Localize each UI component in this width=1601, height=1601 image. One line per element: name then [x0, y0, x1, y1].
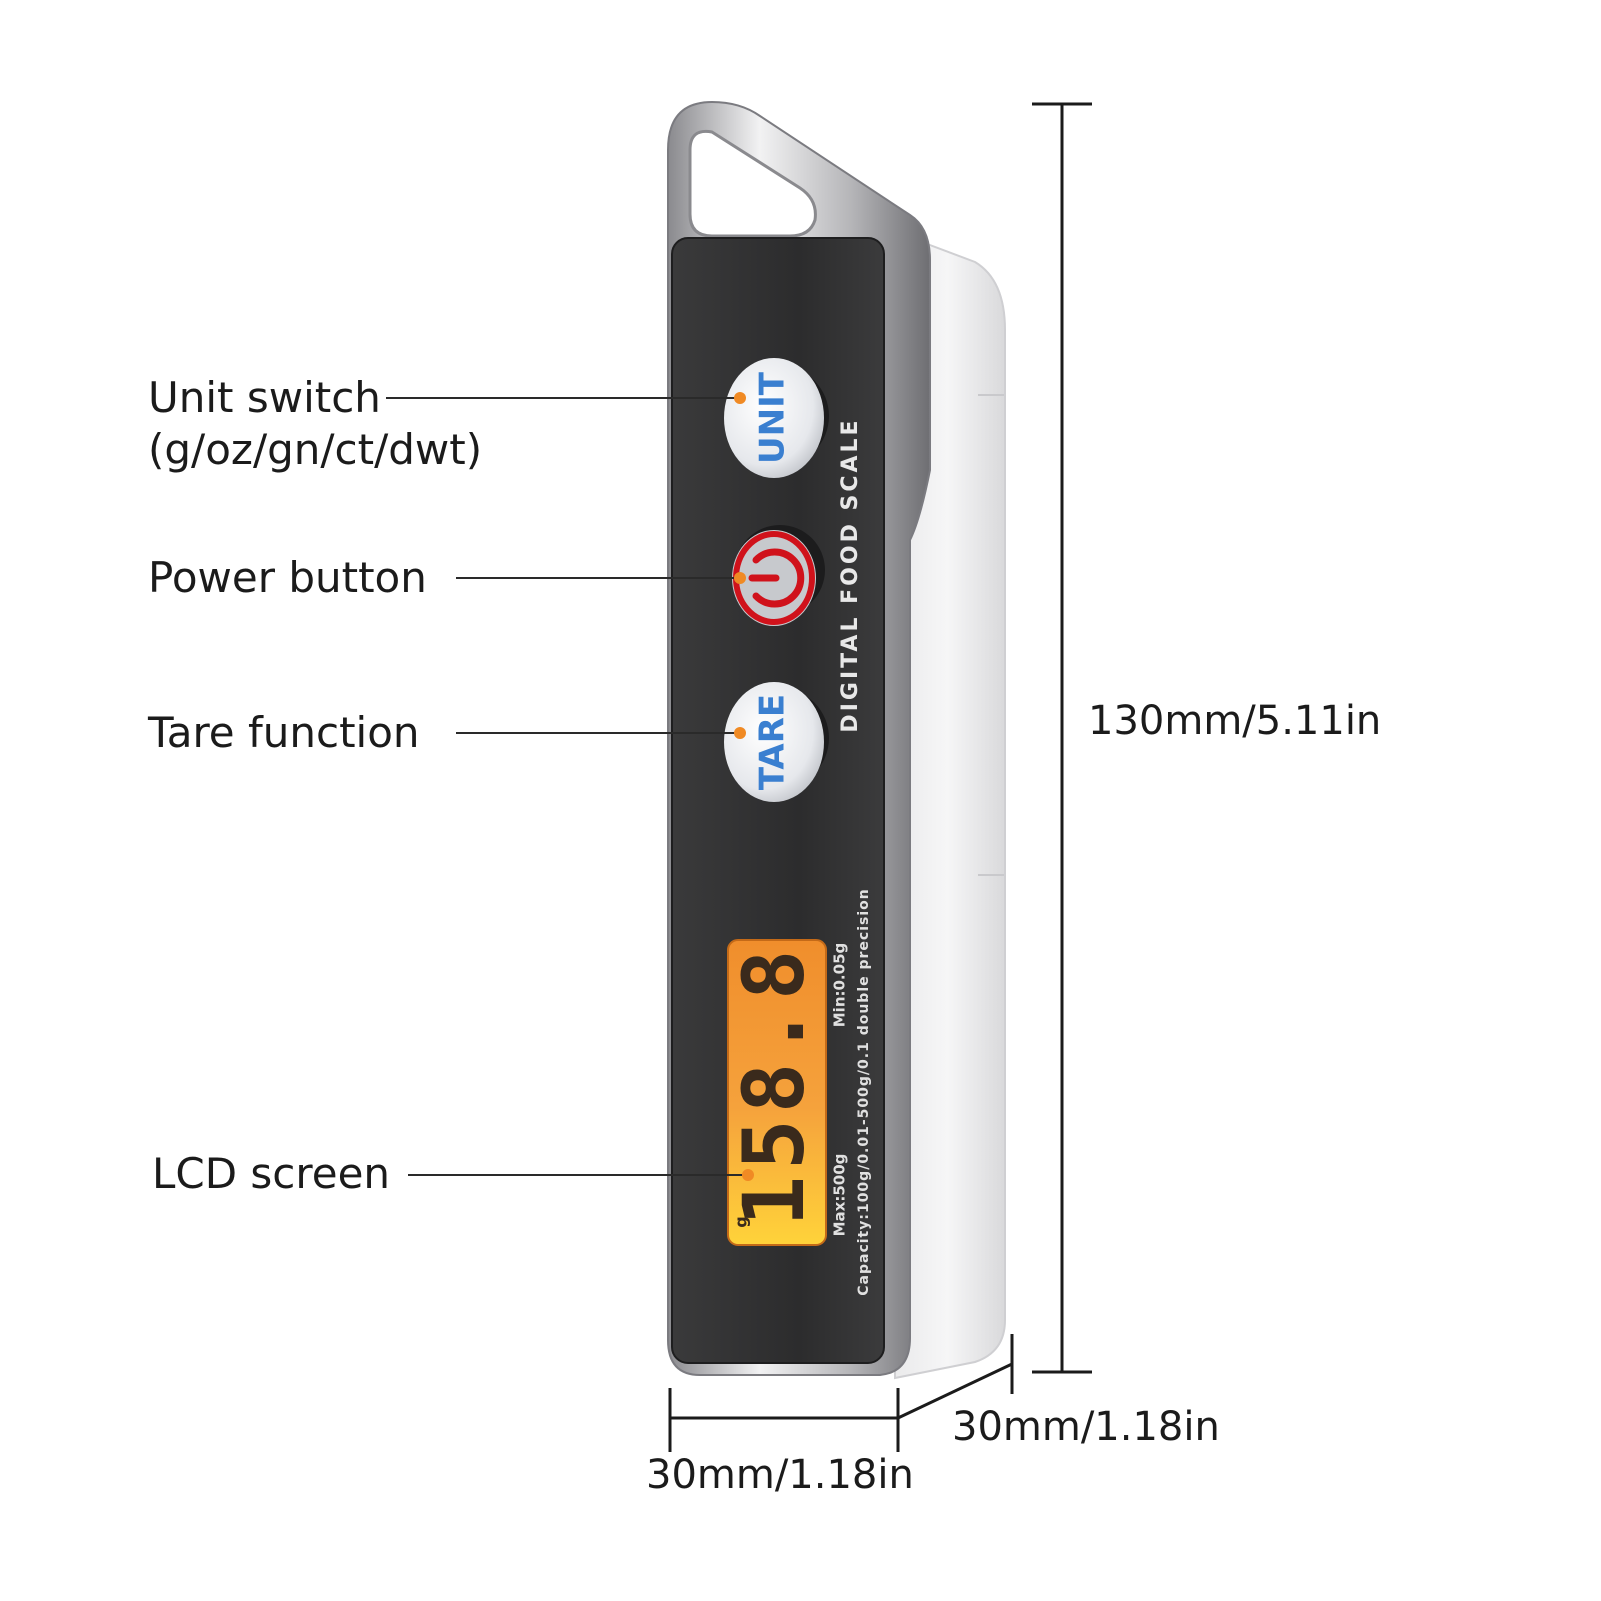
- capacity-text: Capacity:100g/0.01-500g/0.1 double preci…: [856, 888, 872, 1295]
- hanging-loop-hole: [688, 129, 817, 238]
- lcd-screen: [727, 939, 827, 1246]
- max-text: Max:500g: [831, 1154, 849, 1237]
- power-icon: [748, 548, 805, 608]
- lcd-reading: 158.8: [725, 944, 823, 1227]
- depth-dimension: [897, 1334, 1014, 1420]
- height-dimension-label: 130mm/5.11in: [1088, 698, 1382, 744]
- min-text: Min:0.05g: [831, 943, 849, 1028]
- width-dimension-label: 30mm/1.18in: [646, 1452, 914, 1498]
- tare-button[interactable]: [724, 682, 824, 802]
- unit-button[interactable]: [724, 358, 824, 478]
- callout-dots: [734, 392, 754, 1181]
- unit-switch-label: Unit switch: [148, 373, 381, 422]
- height-dimension: [1032, 102, 1092, 1374]
- tare-button-label: TARE: [753, 694, 793, 790]
- tare-function-label: Tare function: [148, 708, 420, 757]
- lcd-screen-label: LCD screen: [152, 1149, 391, 1198]
- brand-text: DIGITAL FOOD SCALE: [838, 417, 863, 732]
- depth-dimension-label: 30mm/1.18in: [952, 1404, 1220, 1450]
- lcd-unit: g: [732, 1216, 751, 1227]
- unit-options-label: (g/oz/gn/ct/dwt): [148, 425, 483, 474]
- unit-button-label: UNIT: [753, 371, 793, 464]
- power-button-label: Power button: [148, 553, 427, 602]
- width-dimension: [668, 1388, 900, 1452]
- callout-lines: [386, 397, 748, 1176]
